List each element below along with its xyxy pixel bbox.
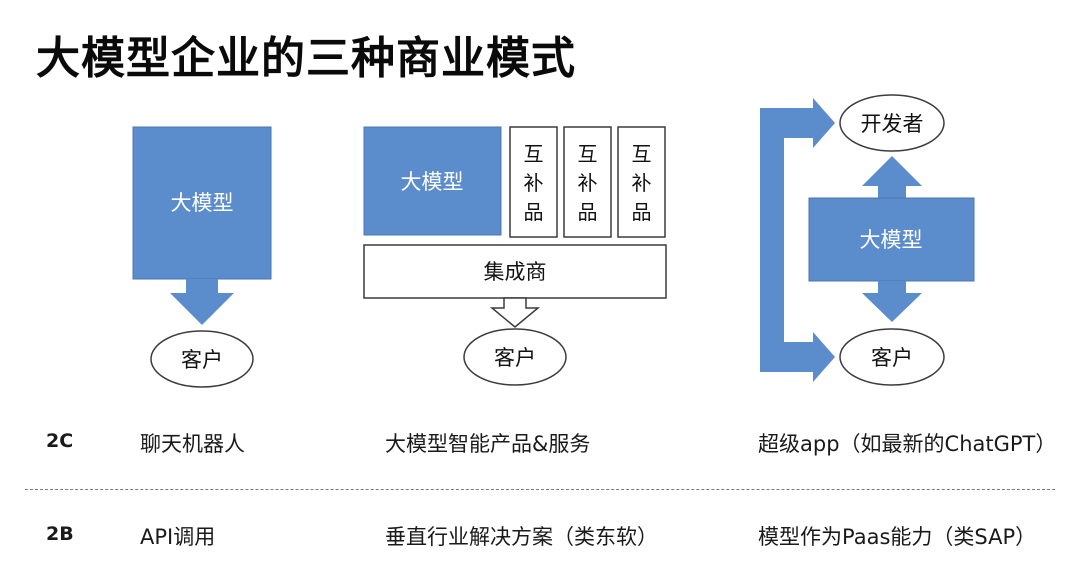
developer-label: 开发者 (861, 112, 924, 136)
complement-box-2: 互 补 品 (563, 126, 612, 238)
page-title: 大模型企业的三种商业模式 (36, 33, 576, 84)
model-3-platform: 开发者 大模型 客户 (760, 94, 975, 386)
complement-char: 品 (524, 200, 544, 224)
model-3-label: 大模型 (860, 228, 923, 252)
row-2b-model-2: 垂直行业解决方案（类东软） (385, 525, 658, 549)
complement-char: 品 (578, 200, 598, 224)
row-2c-model-1: 聊天机器人 (140, 432, 245, 456)
model-1-label: 大模型 (171, 191, 234, 215)
model-2-customer-label: 客户 (494, 346, 536, 370)
down-arrow (862, 281, 922, 322)
model-2-integrator: 大模型 互 补 品 互 补 品 互 补 品 集成商 (363, 126, 667, 386)
row-2b-key: 2B (46, 523, 74, 545)
model-3-customer-label: 客户 (871, 346, 913, 370)
model-3-box (808, 197, 975, 282)
row-2b-model-1: API调用 (140, 525, 216, 549)
complement-box-3: 互 补 品 (617, 126, 666, 238)
row-2b-model-3: 模型作为Paas能力（类SAP） (758, 525, 1037, 549)
integrator-label: 集成商 (484, 260, 547, 284)
complement-box-1: 互 补 品 (509, 126, 558, 238)
model-3-customer-ellipse (839, 328, 945, 386)
model-2-down-arrow (489, 297, 541, 328)
row-2c-key: 2C (46, 430, 74, 452)
complement-char: 互 (632, 142, 652, 166)
complement-char: 补 (632, 171, 652, 195)
row-divider (25, 489, 1055, 490)
model-1-down-arrow (170, 279, 234, 325)
model-2-label: 大模型 (401, 170, 464, 194)
complement-char: 品 (632, 200, 652, 224)
up-arrow (862, 156, 922, 198)
bracket-arrow (760, 98, 835, 382)
complement-char: 互 (578, 142, 598, 166)
business-model-diagram: 大模型 客户 大模型 互 补 品 互 补 品 互 (132, 94, 975, 388)
integrator-box (363, 244, 667, 299)
model-1-customer-label: 客户 (181, 348, 223, 372)
row-2c-model-2: 大模型智能产品&服务 (385, 432, 591, 456)
model-1-direct: 大模型 客户 (132, 126, 272, 388)
developer-ellipse (839, 94, 945, 152)
model-1-box (132, 126, 272, 280)
model-2-customer-ellipse (463, 328, 567, 386)
complement-char: 补 (578, 171, 598, 195)
model-2-box (363, 126, 502, 236)
complement-char: 补 (524, 171, 544, 195)
row-2c-model-3: 超级app（如最新的ChatGPT） (758, 432, 1057, 456)
model-1-customer-ellipse (150, 330, 254, 388)
complement-char: 互 (524, 142, 544, 166)
